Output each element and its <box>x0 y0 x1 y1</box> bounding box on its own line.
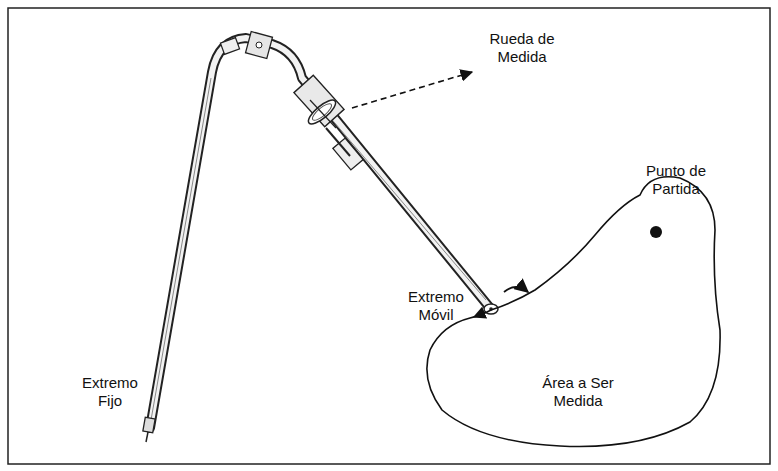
leader-arrow <box>352 72 472 108</box>
direction-arrow <box>504 287 528 292</box>
part-label: Extremo Móvil <box>400 288 472 324</box>
fixed-pivot <box>143 417 155 442</box>
planimeter-arms <box>150 38 490 428</box>
hinge <box>220 32 272 59</box>
start-dot <box>650 226 662 238</box>
part-label: Punto de Partida <box>636 162 716 198</box>
part-label: Extremo Fijo <box>76 374 144 410</box>
area-outline <box>420 170 730 452</box>
area-label: Área a Ser Medida <box>533 374 623 410</box>
measuring-wheel <box>294 75 363 170</box>
measured-area: Área a Ser Medida <box>420 170 730 452</box>
frame <box>8 8 770 464</box>
part-label: Rueda de Medida <box>482 30 562 66</box>
